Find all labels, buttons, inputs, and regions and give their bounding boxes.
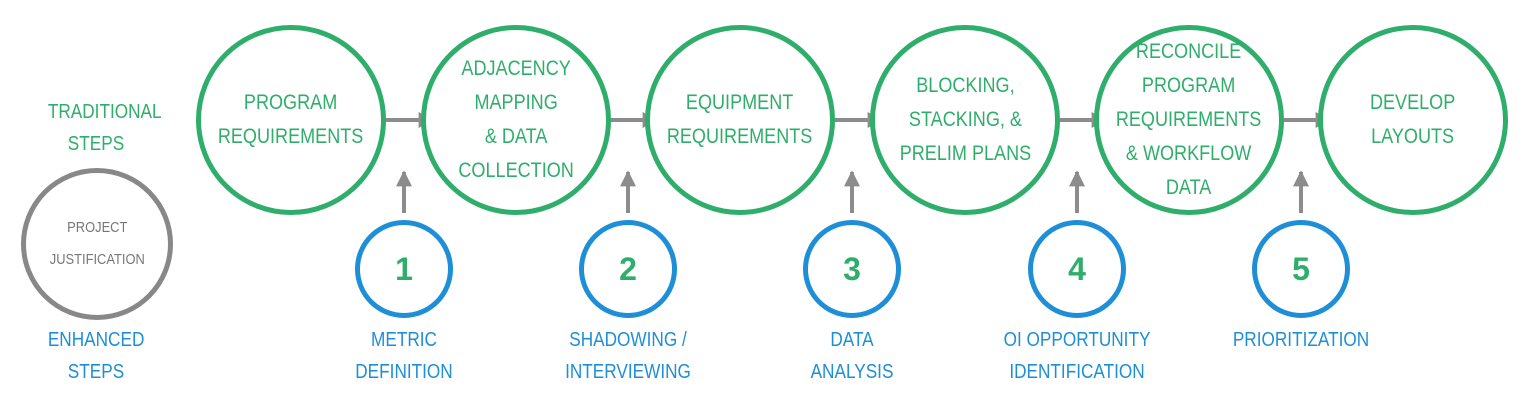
enhanced-step-label-1: METRIC DEFINITION	[355, 329, 453, 383]
traditional-step-6: DEVELOP LAYOUTS	[1318, 25, 1508, 215]
enhanced-step-number-3: 3	[803, 220, 901, 318]
traditional-step-5: RECONCILE PROGRAM REQUIREMENTS & WORKFLO…	[1094, 25, 1284, 215]
enhanced-step-number-5: 5	[1252, 220, 1350, 318]
enhanced-step-label-5: PRIORITIZATION	[1232, 329, 1370, 351]
traditional-step-label: BLOCKING, STACKING, & PRELIM PLANS	[899, 74, 1031, 165]
project-justification-circle: PROJECT JUSTIFICATION	[21, 168, 173, 320]
traditional-steps-label: TRADITIONAL STEPS	[47, 101, 162, 155]
traditional-step-label: DEVELOP LAYOUTS	[1370, 91, 1456, 148]
enhanced-step-label-3: DATA ANALYSIS	[810, 329, 894, 383]
traditional-step-3: EQUIPMENT REQUIREMENTS	[645, 25, 835, 215]
enhanced-step-number-1: 1	[355, 220, 453, 318]
traditional-step-label: RECONCILE PROGRAM REQUIREMENTS & WORKFLO…	[1116, 40, 1262, 199]
vertical-arrows	[396, 170, 1309, 213]
enhanced-step-label-4: OI OPPORTUNITY IDENTIFICATION	[1003, 329, 1151, 383]
enhanced-step-number-4: 4	[1028, 220, 1126, 318]
enhanced-step-number-2: 2	[579, 220, 677, 318]
traditional-step-4: BLOCKING, STACKING, & PRELIM PLANS	[870, 25, 1060, 215]
traditional-step-2: ADJACENCY MAPPING & DATA COLLECTION	[421, 25, 611, 215]
traditional-step-1: PROGRAM REQUIREMENTS	[196, 25, 386, 215]
traditional-step-label: PROGRAM REQUIREMENTS	[218, 91, 364, 148]
enhanced-steps-label: ENHANCED STEPS	[47, 329, 145, 383]
enhanced-step-label-2: SHADOWING / INTERVIEWING	[565, 329, 691, 383]
traditional-step-label: ADJACENCY MAPPING & DATA COLLECTION	[458, 57, 574, 182]
traditional-step-label: EQUIPMENT REQUIREMENTS	[667, 91, 813, 148]
